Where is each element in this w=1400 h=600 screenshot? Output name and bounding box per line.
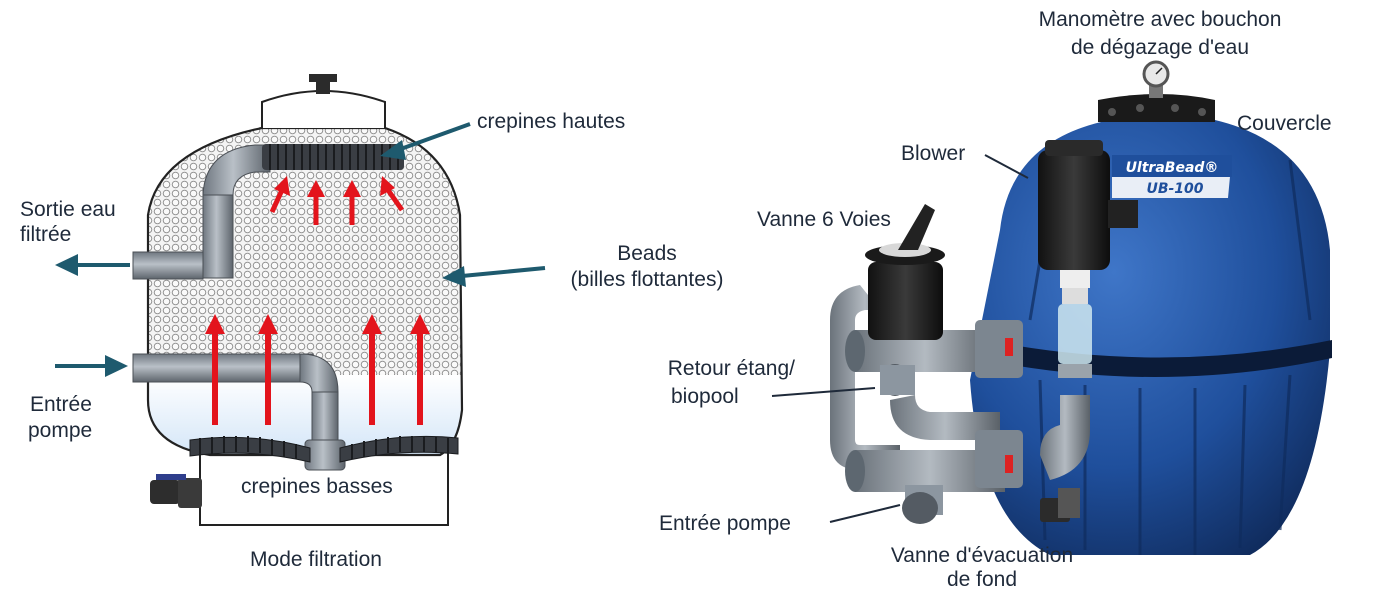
- label-blower: Blower: [901, 141, 965, 167]
- label-retour-line2: biopool: [671, 384, 739, 410]
- label-entree-pompe-right: Entrée pompe: [659, 511, 791, 537]
- label-couvercle: Couvercle: [1237, 111, 1332, 137]
- label-entree-line1: Entrée: [30, 392, 92, 418]
- leader-crepines-hautes: [398, 124, 470, 150]
- label-manometre-line1: Manomètre avec bouchon: [990, 7, 1330, 33]
- label-entree-line2: pompe: [28, 418, 92, 444]
- label-retour-line1: Retour étang/: [600, 356, 795, 382]
- label-beads-line1: Beads: [552, 241, 742, 267]
- label-beads-line2: (billes flottantes): [552, 267, 742, 293]
- label-sortie-eau-line2: filtrée: [20, 222, 71, 248]
- label-vanne-6-voies: Vanne 6 Voies: [757, 207, 891, 233]
- leader-entree-pompe: [830, 505, 900, 522]
- model-logo-text: UB-100: [1146, 181, 1203, 197]
- brand-logo-text: UltraBead®: [1126, 160, 1219, 176]
- leader-blower: [985, 155, 1028, 178]
- label-crepines-hautes: crepines hautes: [477, 109, 625, 135]
- upper-strainer: [262, 144, 404, 170]
- label-sortie-eau-line1: Sortie eau: [20, 197, 116, 223]
- caption-mode-filtration: Mode filtration: [216, 547, 416, 573]
- label-vanne-evac-line2: de fond: [872, 567, 1092, 593]
- arrowhead-entree: [105, 355, 128, 377]
- label-manometre-line2: de dégazage d'eau: [990, 35, 1330, 61]
- arrowhead-sortie: [55, 254, 78, 276]
- label-vanne-evac-line1: Vanne d'évacuation: [872, 543, 1092, 569]
- label-crepines-basses: crepines basses: [241, 474, 393, 500]
- leader-beads: [462, 268, 545, 276]
- leader-retour: [772, 388, 875, 396]
